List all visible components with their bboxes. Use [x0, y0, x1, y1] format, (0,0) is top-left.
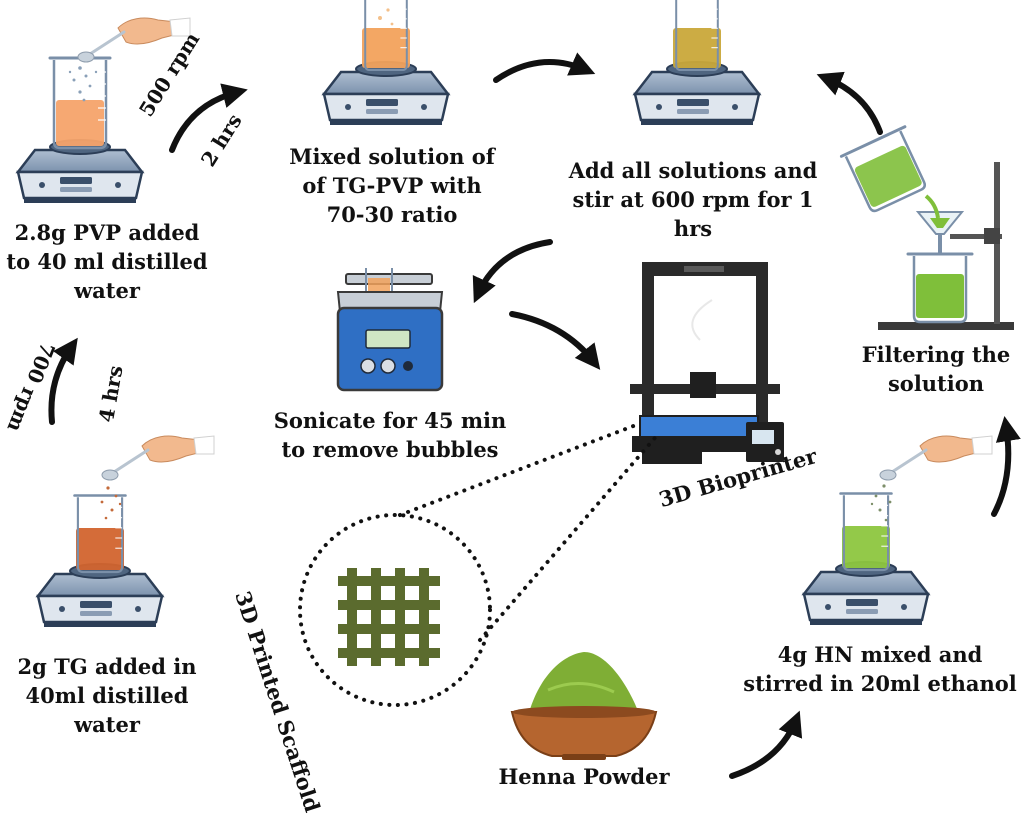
tg-pvp-bubbles: [378, 8, 394, 26]
sonicator-icon: [336, 268, 444, 392]
arrow-mix-to-final: [493, 52, 596, 83]
arrow-tg-to-pvp: [48, 337, 78, 425]
pvp-powder-particles: [68, 66, 98, 102]
scaffold-zoom-circle: [298, 513, 492, 707]
arrow-henna-to-hn: [729, 710, 803, 779]
tg-stirrer-setup: [36, 494, 164, 629]
henna-powder-label: Henna Powder: [498, 764, 670, 789]
arrow-filter-to-final: [816, 71, 883, 135]
tg-pvp-stirrer-setup: [322, 0, 450, 127]
pvp-stirrer-setup: [16, 56, 144, 205]
hn-spoon-hand-icon: [878, 434, 994, 482]
zoom-line-bottom: [478, 430, 662, 642]
scaffold-grid-icon: [338, 568, 440, 666]
zoom-line-top: [398, 423, 638, 517]
final-mix-stirrer-setup: [633, 0, 761, 127]
arrow-pvp-to-mix: [169, 83, 248, 153]
arrow-sonicate-to-printer: [509, 311, 601, 370]
arrow-final-to-sonicate: [472, 239, 553, 304]
henna-bowl-icon: [510, 652, 658, 760]
arrow-hn-to-filter: [991, 416, 1021, 517]
tg-powder-particles: [100, 486, 122, 520]
3d-bioprinter-icon: [630, 262, 784, 464]
tg-spoon-hand-icon: [100, 434, 216, 482]
filtration-setup: [839, 125, 1014, 330]
hn-stirrer-setup: [802, 492, 930, 627]
hn-powder-particles: [870, 484, 892, 522]
